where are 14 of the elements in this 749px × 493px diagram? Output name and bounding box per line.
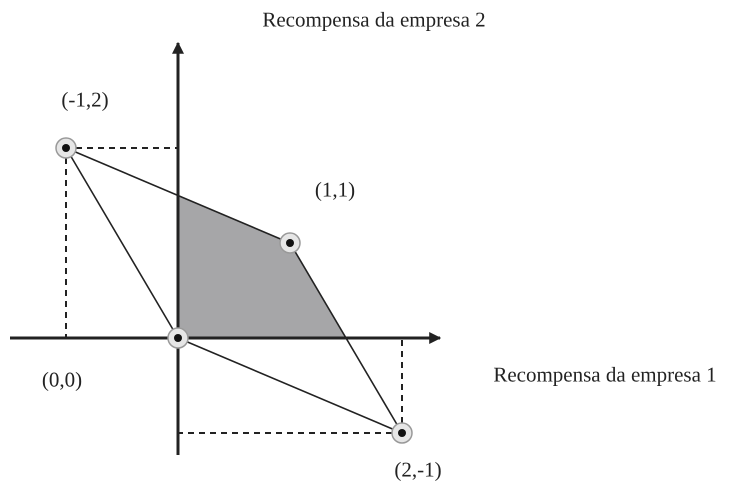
polygon-edge	[294, 251, 398, 425]
point-marker	[167, 327, 189, 349]
polygon-edge	[186, 341, 394, 430]
point-marker	[391, 422, 413, 444]
point-label: (2,-1)	[394, 458, 442, 482]
polygon-edge	[70, 156, 174, 330]
axis-title: Recompensa da empresa 1	[493, 363, 717, 387]
point-marker	[279, 232, 301, 254]
point-label: (1,1)	[314, 178, 356, 202]
point-marker	[55, 137, 77, 159]
axis-title: Recompensa da empresa 2	[262, 8, 486, 32]
point-label: (-1,2)	[61, 88, 109, 112]
point-label: (0,0)	[42, 368, 82, 392]
polygon-edge	[74, 151, 282, 240]
